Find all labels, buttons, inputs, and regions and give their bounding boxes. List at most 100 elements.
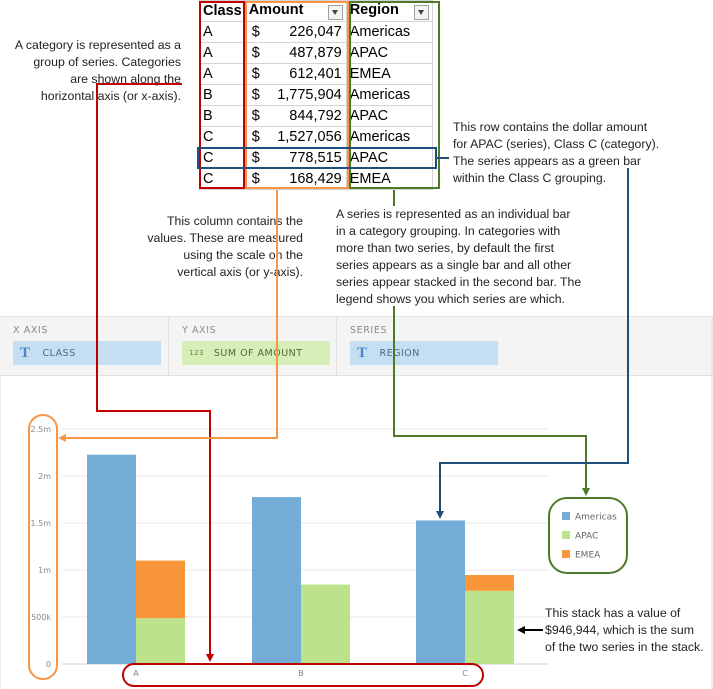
x-tick-label: C xyxy=(462,669,468,678)
y-axis-well-title: Y AXIS xyxy=(182,325,217,336)
region-cell[interactable]: Americas xyxy=(345,21,433,43)
amount-value: 778,515 xyxy=(289,150,342,166)
bar-apac-b xyxy=(301,584,350,664)
series-connector-arrow xyxy=(393,306,590,496)
row-connector-arrow xyxy=(436,168,629,519)
annotation-line: group of series. Categories xyxy=(33,55,181,69)
region-cell[interactable]: Americas xyxy=(345,84,433,106)
legend-label-americas: Americas xyxy=(575,513,617,523)
annotation-line: using the scale on the xyxy=(183,248,303,262)
currency-symbol: $ xyxy=(251,66,260,82)
y-tick-label: 500k xyxy=(31,613,51,622)
stack-annotation: This stack has a value of $946,944, whic… xyxy=(545,605,713,656)
annotation-line: are shown along the xyxy=(70,72,181,86)
region-field-pill[interactable]: T REGION xyxy=(350,341,498,365)
y-axis-tick-labels: 0 500k 1m 1.5m 2m 2.5m xyxy=(30,425,51,669)
series-well: SERIES T REGION xyxy=(336,317,713,375)
bar-apac-c xyxy=(465,590,514,664)
x-tick-label: B xyxy=(298,669,304,678)
y-tick-label: 1.5m xyxy=(30,519,51,528)
x-axis-well: X AXIS T CLASS xyxy=(0,317,168,375)
annotation-line: series appear stacked in the second bar.… xyxy=(336,275,582,289)
amount-field-pill[interactable]: 123 SUM OF AMOUNT xyxy=(182,341,330,365)
annotation-line: vertical axis (or y-axis). xyxy=(177,265,303,279)
numeric-type-icon: 123 xyxy=(189,349,204,357)
series-well-title: SERIES xyxy=(350,325,388,336)
y-tick-label: 0 xyxy=(46,660,51,669)
annotation-line: $946,944, which is the sum xyxy=(545,623,695,637)
region-cell[interactable]: APAC xyxy=(345,42,433,64)
text-type-icon: T xyxy=(20,344,31,361)
region-header-label: Region xyxy=(349,2,399,18)
amount-value: 1,527,056 xyxy=(277,129,342,145)
apac-c-row-highlight xyxy=(197,147,437,169)
y-tick-label: 1m xyxy=(38,566,51,575)
currency-symbol: $ xyxy=(251,129,260,145)
amount-value: 844,792 xyxy=(289,108,342,124)
category-connector-arrow xyxy=(96,83,214,662)
currency-symbol: $ xyxy=(251,108,260,124)
annotation-line: legend shows you which series are which. xyxy=(336,292,565,306)
annotation-line: more than two series, by default the fir… xyxy=(336,241,555,255)
amount-header-label: Amount xyxy=(248,2,304,18)
values-annotation: This column contains the values. These a… xyxy=(120,213,303,281)
bar-apac-a xyxy=(136,618,185,664)
class-column-highlight xyxy=(199,1,245,189)
annotation-line: within the Class C grouping. xyxy=(453,171,607,185)
annotation-line: values. These are measured xyxy=(147,231,303,245)
field-wells-panel: X AXIS T CLASS Y AXIS 123 SUM OF AMOUNT … xyxy=(0,316,713,376)
currency-symbol: $ xyxy=(251,150,260,166)
values-connector-arrow xyxy=(58,190,278,442)
legend-swatch-emea xyxy=(562,550,570,558)
annotation-line: horizontal axis (or x-axis). xyxy=(40,89,181,103)
legend-label-emea: EMEA xyxy=(575,551,601,561)
field-label: CLASS xyxy=(42,347,76,359)
class-field-pill[interactable]: T CLASS xyxy=(13,341,161,365)
legend-label-apac: APAC xyxy=(575,532,598,542)
annotation-line: A category is represented as a xyxy=(14,38,181,52)
bar-americas-a xyxy=(87,454,136,664)
field-label: SUM OF AMOUNT xyxy=(213,347,303,359)
currency-symbol: $ xyxy=(251,24,260,40)
category-annotation: A category is represented as a group of … xyxy=(6,37,181,105)
amount-column-highlight xyxy=(245,1,349,189)
y-axis-highlight xyxy=(28,414,58,680)
annotation-line: This column contains the xyxy=(166,214,303,228)
annotation-line: The series appears as a green bar xyxy=(453,154,641,168)
amount-value: 168,429 xyxy=(289,171,342,187)
filter-dropdown-icon[interactable] xyxy=(413,5,429,20)
annotation-line: of the two series in the stack. xyxy=(545,640,704,654)
x-tick-label: A xyxy=(133,669,139,678)
row-annotation: This row contains the dollar amount for … xyxy=(453,119,713,187)
amount-value: 226,047 xyxy=(289,24,342,40)
annotation-line: This row contains the dollar amount xyxy=(453,120,648,134)
y-tick-label: 2m xyxy=(38,472,51,481)
filter-dropdown-icon[interactable] xyxy=(327,5,343,20)
amount-value: 612,401 xyxy=(289,66,342,82)
region-cell[interactable]: EMEA xyxy=(345,63,433,85)
currency-symbol: $ xyxy=(251,171,260,187)
legend-highlight xyxy=(548,497,628,574)
x-axis-well-title: X AXIS xyxy=(13,325,48,336)
y-tick-label: 2.5m xyxy=(30,425,51,434)
class-column-header[interactable]: Class xyxy=(199,0,246,22)
amount-value: 1,775,904 xyxy=(277,87,342,103)
series-annotation: A series is represented as an individual… xyxy=(336,206,606,308)
annotation-line: series appears as a single bar and all o… xyxy=(336,258,572,272)
bar-americas-c xyxy=(416,520,465,664)
bar-emea-c xyxy=(465,574,514,591)
text-type-icon: T xyxy=(357,344,368,361)
bar-emea-a xyxy=(136,560,185,619)
chart-bars xyxy=(87,454,514,664)
y-axis-well: Y AXIS 123 SUM OF AMOUNT xyxy=(168,317,337,375)
field-label: REGION xyxy=(379,347,420,359)
annotation-line: A series is represented as an individual… xyxy=(336,207,571,221)
annotation-line: in a category grouping. In categories wi… xyxy=(336,224,561,238)
bar-americas-b xyxy=(252,497,301,664)
